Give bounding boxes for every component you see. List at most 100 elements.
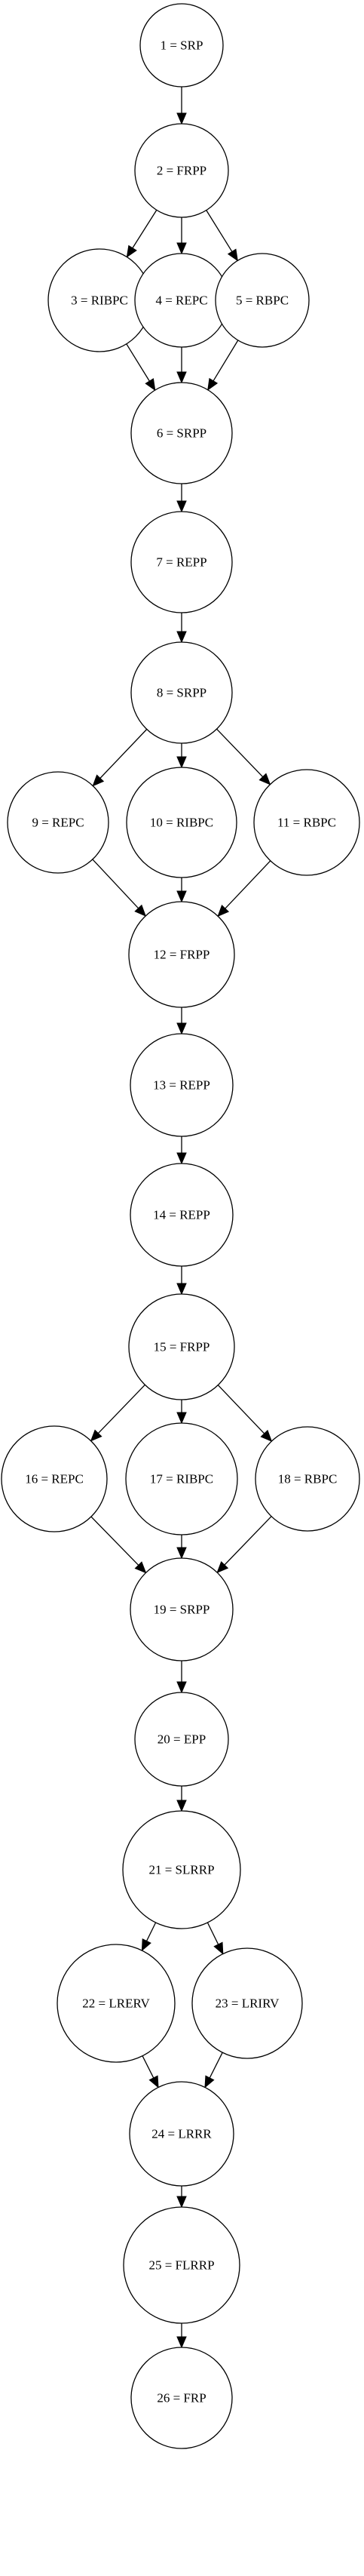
node-circle	[253, 769, 360, 876]
arrowhead-icon	[141, 1938, 151, 1952]
node-label: 16 = REPC	[25, 1472, 84, 1486]
arrowhead-icon	[176, 631, 187, 644]
node-label: 23 = LRIRV	[216, 1997, 280, 2011]
edge-5-6	[207, 340, 239, 391]
edge-line	[142, 2055, 154, 2079]
node-circle	[191, 1947, 303, 2059]
edge-17-19	[176, 1535, 187, 1560]
arrowhead-icon	[207, 377, 219, 391]
node-label: 18 = RBPC	[278, 1472, 338, 1486]
node-6: 6 = SRPP	[130, 382, 233, 484]
edge-21-22	[141, 1922, 157, 1952]
node-label: 22 = LRERV	[82, 1997, 150, 2011]
node-circle	[130, 1163, 234, 1267]
node-10: 10 = RIBPC	[126, 767, 237, 878]
node-18: 18 = RBPC	[255, 1426, 360, 1532]
edge-11-12	[217, 860, 271, 918]
node-circle	[129, 2081, 234, 2187]
arrowhead-icon	[176, 2196, 187, 2209]
node-label: 21 = SLRRP	[148, 1863, 214, 1877]
arrowhead-icon	[213, 1941, 224, 1955]
edge-18-19	[216, 1516, 272, 1573]
arrowhead-icon	[176, 1022, 187, 1035]
node-circle	[130, 1033, 234, 1137]
node-label: 14 = REPP	[153, 1208, 210, 1222]
node-label: 17 = RIBPC	[150, 1472, 213, 1486]
node-label: 10 = RIBPC	[150, 816, 213, 830]
node-24: 24 = LRRR	[129, 2081, 234, 2187]
arrowhead-icon	[176, 112, 187, 125]
node-circle	[215, 253, 310, 348]
arrowhead-icon	[126, 244, 137, 258]
edge-8-10	[176, 743, 187, 769]
node-circle	[134, 123, 229, 218]
node-circle	[125, 1422, 238, 1535]
node-19: 19 = SRPP	[130, 1557, 234, 1661]
arrowhead-icon	[176, 1547, 187, 1560]
arrowhead-icon	[176, 242, 187, 255]
edge-line	[126, 343, 150, 382]
edge-8-9	[92, 729, 148, 787]
arrowhead-icon	[176, 890, 187, 903]
edge-7-8	[176, 613, 187, 644]
arrowhead-icon	[176, 1800, 187, 1812]
edge-line	[216, 728, 264, 778]
node-9: 9 = REPC	[7, 771, 109, 874]
edge-8-11	[216, 728, 271, 785]
edge-line	[99, 729, 148, 779]
node-20: 20 = EPP	[134, 1692, 229, 1787]
edge-15-18	[217, 1385, 273, 1443]
node-circle	[139, 3, 224, 88]
arrowhead-icon	[134, 1561, 147, 1574]
arrowhead-icon	[216, 1560, 229, 1573]
edge-20-21	[176, 1786, 187, 1812]
arrowhead-icon	[134, 904, 147, 917]
arrowhead-icon	[258, 773, 271, 785]
edge-line	[206, 1922, 219, 1945]
node-label: 7 = REPP	[156, 555, 206, 570]
edge-15-17	[176, 1400, 187, 1425]
node-label: 11 = RBPC	[277, 816, 336, 830]
arrowhead-icon	[176, 1152, 187, 1165]
node-circle	[57, 1944, 176, 2063]
edge-line	[97, 1384, 145, 1434]
node-label: 13 = REPP	[153, 1078, 210, 1093]
edge-line	[90, 1516, 139, 1566]
arrowhead-icon	[148, 2075, 159, 2089]
edge-10-12	[176, 878, 187, 903]
arrowhead-icon	[204, 2075, 215, 2089]
node-11: 11 = RBPC	[253, 769, 360, 876]
node-label: 25 = FLRRP	[148, 2258, 214, 2273]
edge-2-5	[206, 210, 238, 262]
edge-2-4	[176, 217, 187, 255]
arrowhead-icon	[145, 378, 156, 392]
node-circle	[128, 901, 235, 1008]
node-label: 15 = FRPP	[154, 1340, 210, 1354]
edge-14-15	[176, 1266, 187, 1296]
edge-line	[225, 860, 271, 909]
edge-line	[145, 1922, 157, 1941]
node-13: 13 = REPP	[130, 1033, 234, 1137]
node-8: 8 = SRPP	[130, 641, 233, 744]
arrowhead-icon	[227, 248, 238, 262]
node-25: 25 = FLRRP	[123, 2206, 240, 2324]
arrowhead-icon	[217, 905, 230, 918]
node-15: 15 = FRPP	[128, 1293, 235, 1400]
edge-line	[213, 340, 239, 382]
node-circle	[130, 641, 233, 744]
node-circle	[134, 1692, 229, 1787]
edge-4-6	[176, 347, 187, 384]
node-1: 1 = SRP	[139, 3, 224, 88]
node-label: 12 = FRPP	[154, 948, 210, 962]
node-4: 4 = REPC	[134, 253, 229, 348]
arrowhead-icon	[176, 756, 187, 769]
edge-16-19	[90, 1516, 147, 1574]
edge-22-24	[142, 2055, 159, 2089]
node-circle	[122, 1810, 241, 1929]
edge-15-16	[90, 1384, 145, 1442]
node-label: 24 = LRRR	[151, 2127, 212, 2141]
edge-9-12	[92, 859, 147, 917]
edge-21-23	[206, 1922, 224, 1955]
